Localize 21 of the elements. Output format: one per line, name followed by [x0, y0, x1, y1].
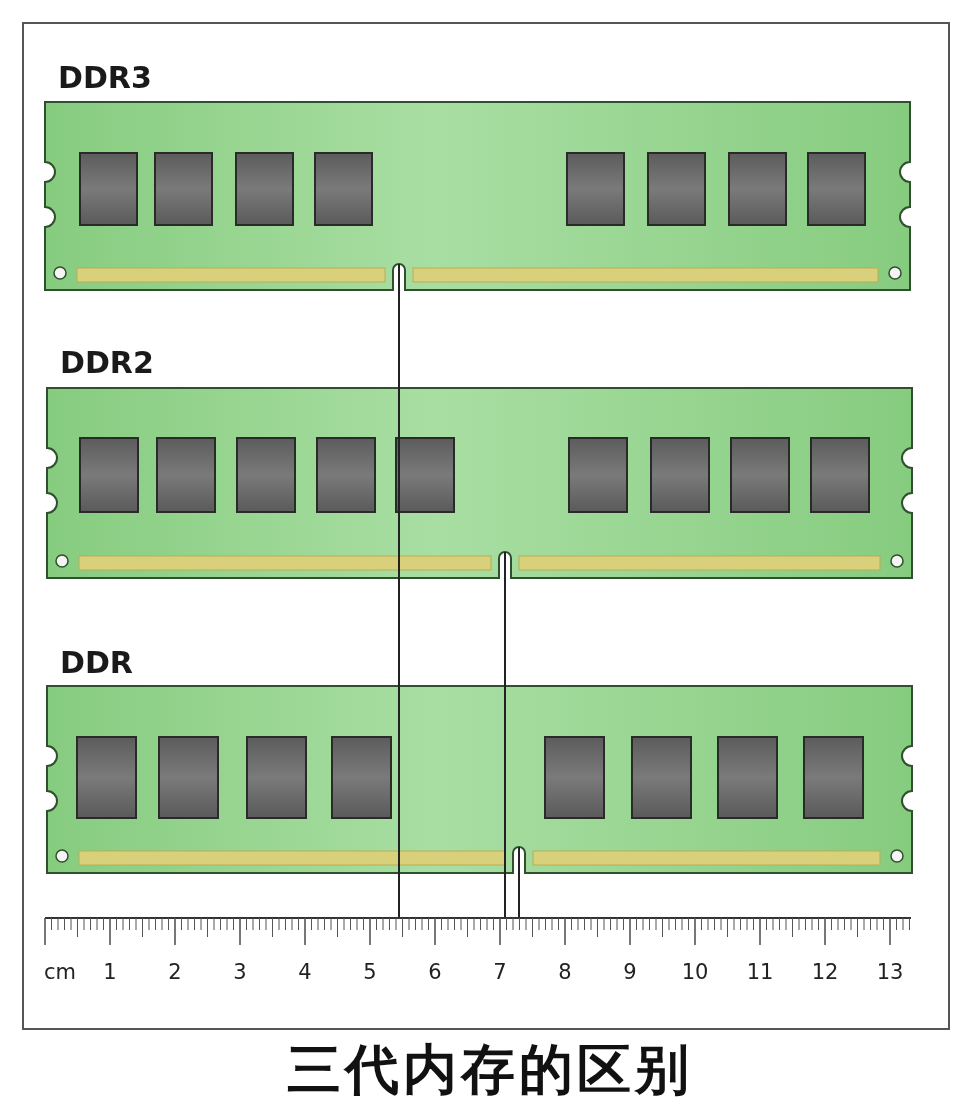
ruler-number: 12	[811, 960, 839, 984]
ruler-number: 8	[558, 960, 572, 984]
ruler-number: 11	[746, 960, 774, 984]
module-label: DDR	[60, 645, 133, 681]
leader-line	[504, 551, 506, 918]
unit-label: cm	[44, 960, 76, 984]
ruler-number: 5	[363, 960, 377, 984]
ruler-number: 9	[623, 960, 637, 984]
ruler-number: 6	[428, 960, 442, 984]
caption: 三代内存的区别	[287, 1038, 693, 1101]
leader-line	[518, 846, 520, 918]
ruler-number: 7	[493, 960, 507, 984]
module-label: DDR3	[58, 60, 152, 96]
leader-line	[398, 263, 400, 918]
ruler-number: 2	[168, 960, 182, 984]
ruler-number: 10	[681, 960, 709, 984]
module-label: DDR2	[60, 345, 154, 381]
ruler-number: 3	[233, 960, 247, 984]
ruler-number: 4	[298, 960, 312, 984]
ruler-number: 1	[103, 960, 117, 984]
ruler-number: 13	[876, 960, 904, 984]
